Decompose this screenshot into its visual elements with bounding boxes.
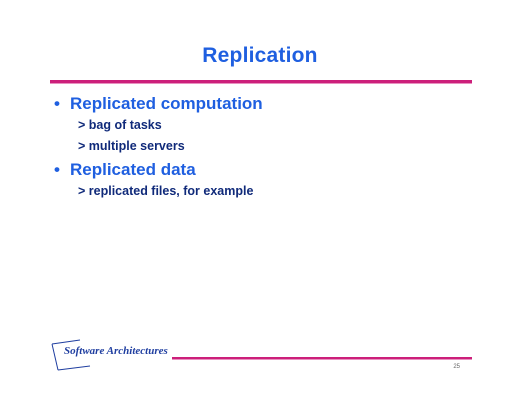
footer-text: Software Architectures [64, 345, 168, 357]
bullet-list: • Replicated computation > bag of tasks … [54, 91, 474, 202]
sub-item: > bag of tasks [78, 118, 162, 132]
page-number: 25 [453, 364, 460, 370]
sub-item: > multiple servers [78, 139, 185, 153]
bullet-text: Replicated computation [70, 94, 263, 113]
bullet-text: Replicated data [70, 160, 196, 179]
title-divider [50, 80, 472, 83]
slide-title: Replication [202, 44, 318, 67]
footer-logo-frame-icon [51, 339, 91, 371]
bullet-item: • Replicated computation [54, 93, 474, 115]
footer-divider [172, 357, 472, 359]
sub-item: > replicated files, for example [78, 184, 254, 198]
bullet-item: • Replicated data [54, 159, 474, 181]
bullet-dot: • [54, 94, 60, 113]
bullet-dot: • [54, 160, 60, 179]
